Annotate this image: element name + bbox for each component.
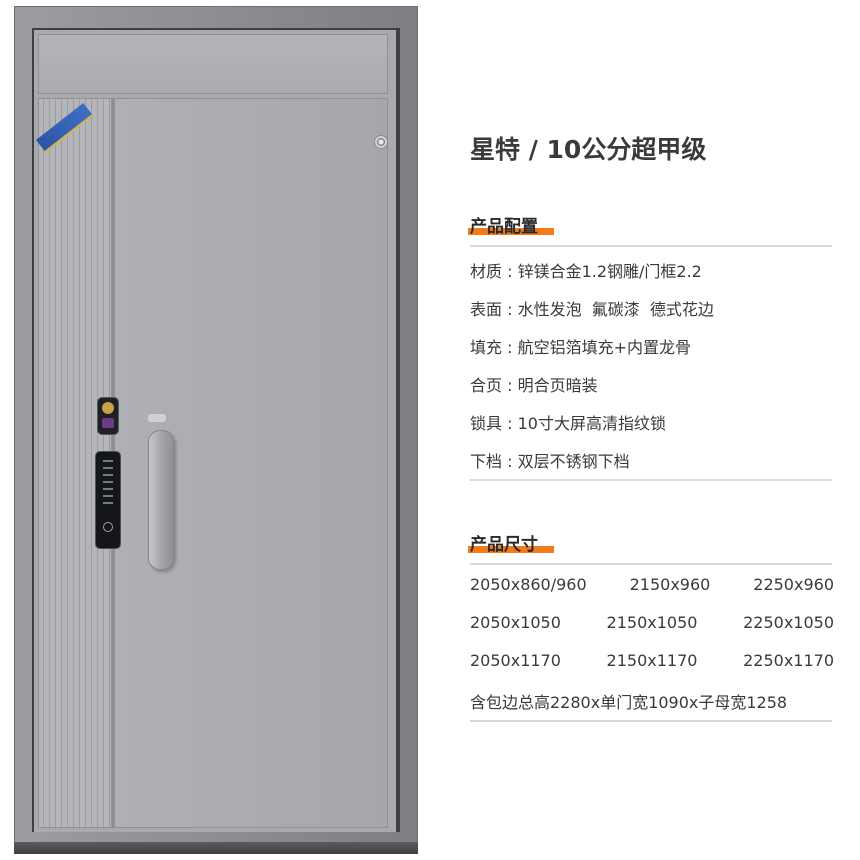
product-title: 星特 / 10公分超甲级: [470, 135, 707, 164]
size-row: 2050x1050 2150x1050 2250x1050: [470, 613, 834, 632]
size-note: 含包边总高2280x单门宽1090x子母宽1258: [470, 693, 788, 712]
sizes-divider-bottom: [470, 720, 832, 722]
size-row: 2050x860/960 2150x960 2250x960: [470, 575, 834, 594]
heading-accent-bar: [468, 546, 554, 553]
keypad-icon: [103, 460, 113, 506]
door-transom: [38, 34, 388, 94]
spec-row-bottom-rail: 下档 : 双层不锈钢下档: [470, 452, 630, 471]
spec-panel: 星特 / 10公分超甲级 产品配置 材质 : 锌镁合金1.2钢雕/门框2.2 表…: [468, 0, 834, 860]
peephole-icon: [375, 136, 387, 148]
door-pull-handle: [148, 430, 174, 570]
spec-row-material: 材质 : 锌镁合金1.2钢雕/门框2.2: [470, 262, 702, 281]
door-image: [14, 6, 418, 852]
sizes-heading: 产品尺寸: [468, 530, 554, 555]
size-row: 2050x1170 2150x1170 2250x1170: [470, 651, 834, 670]
sizes-divider-top: [470, 563, 832, 565]
door-sill: [14, 842, 418, 854]
config-divider-top: [470, 245, 832, 247]
spec-row-filling: 填充 : 航空铝箔填充+内置龙骨: [470, 338, 691, 357]
door-slab: [34, 30, 396, 832]
spec-row-hinge: 合页 : 明合页暗装: [470, 376, 598, 395]
config-heading: 产品配置: [468, 212, 554, 237]
spec-row-lock: 锁具 : 10寸大屏高清指纹锁: [470, 414, 666, 433]
fingerprint-icon: [103, 522, 113, 532]
lock-cylinder-icon: [98, 398, 118, 434]
heading-accent-bar: [468, 228, 554, 235]
spec-row-surface: 表面 : 水性发泡 氟碳漆 德式花边: [470, 300, 714, 319]
config-divider-bottom: [470, 479, 832, 481]
handle-mount: [148, 414, 166, 422]
fingerprint-lock: [96, 452, 120, 548]
